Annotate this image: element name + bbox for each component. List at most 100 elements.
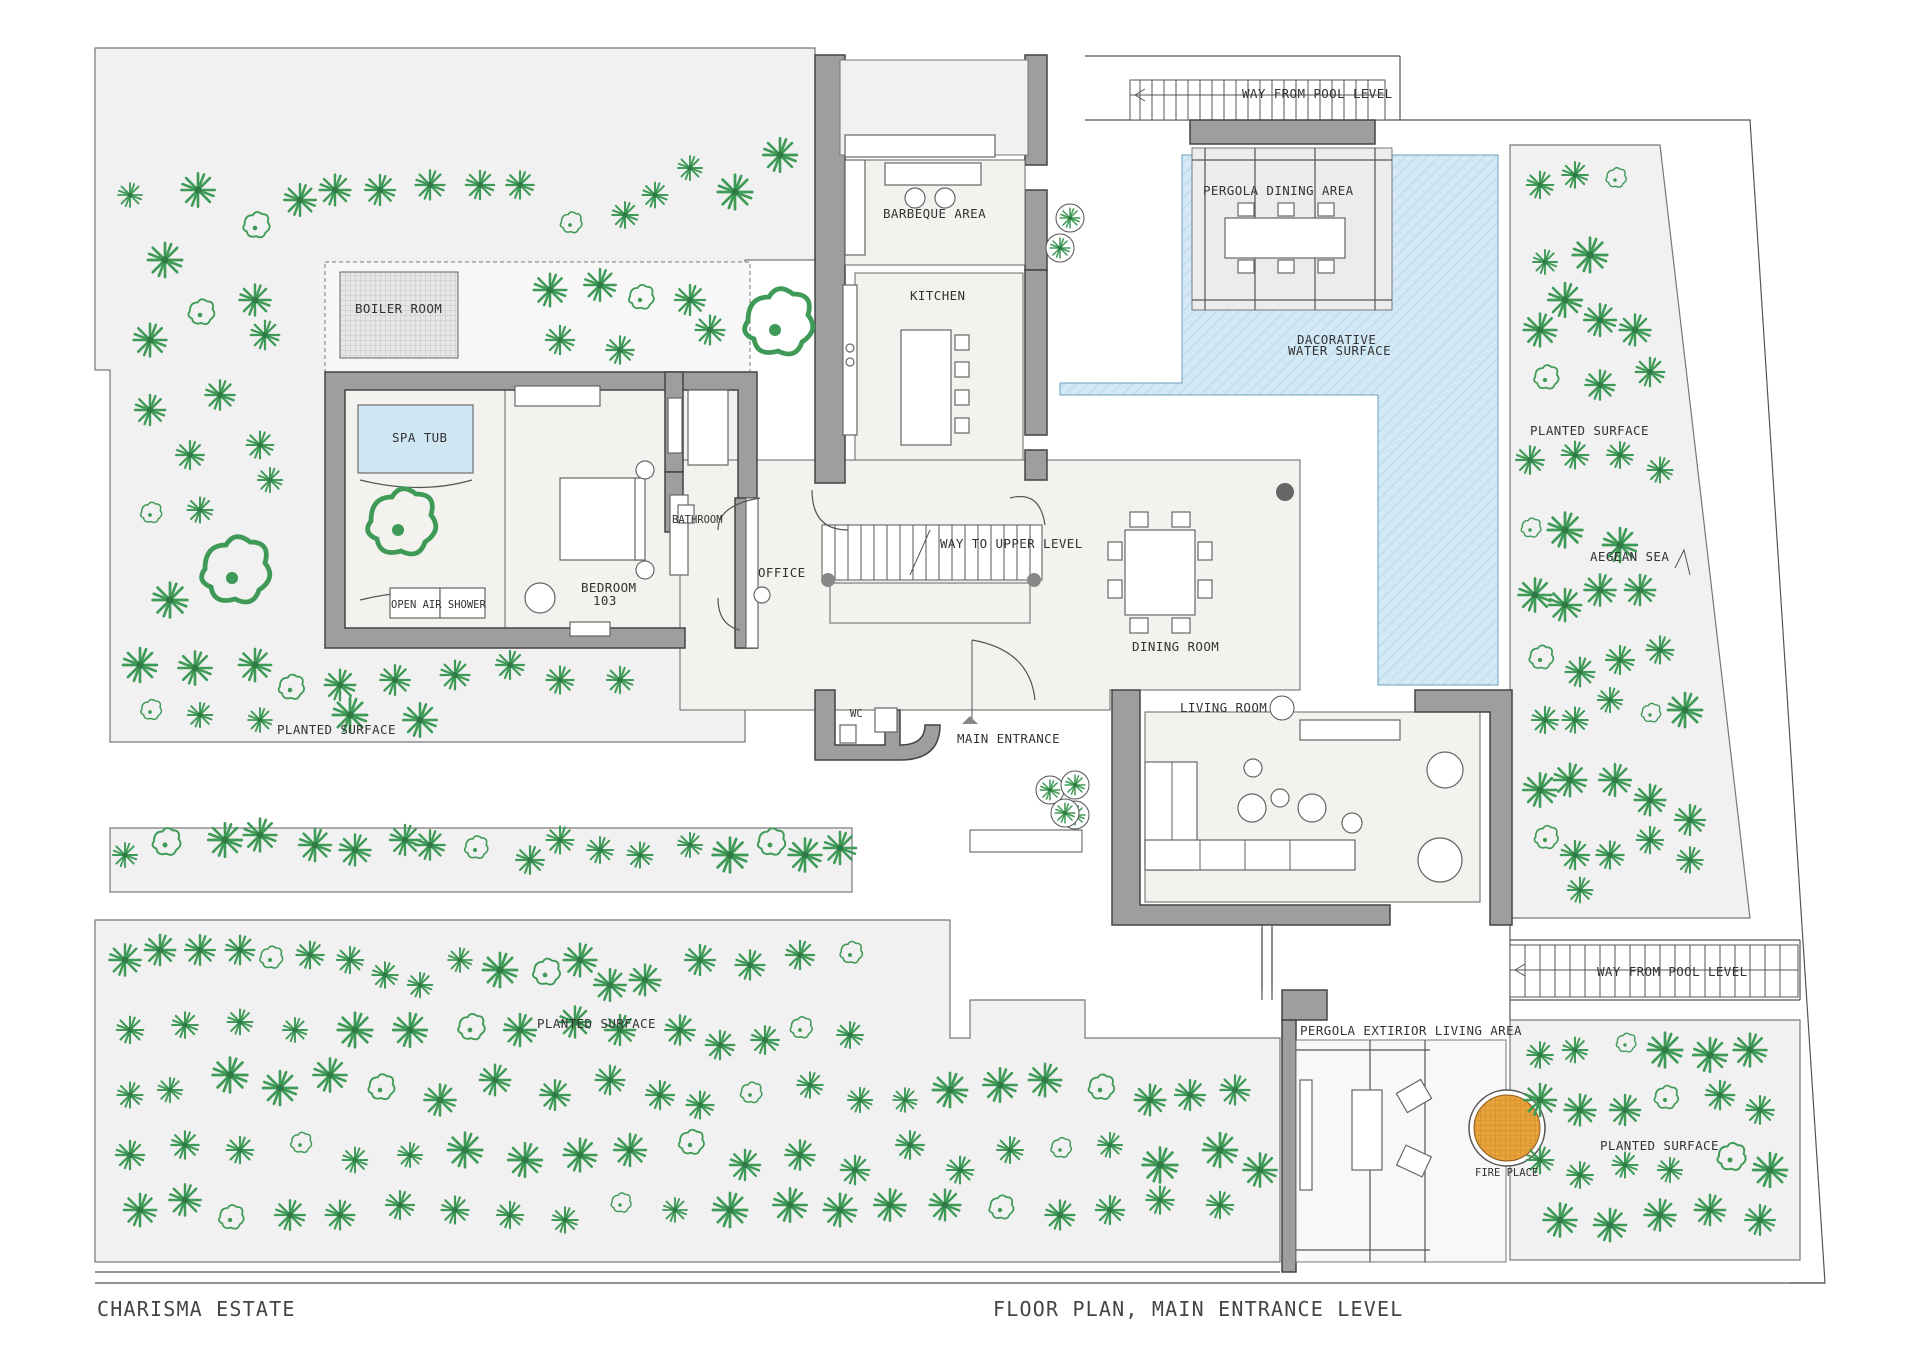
- plant-icon: [440, 1195, 470, 1225]
- plant-icon: [206, 821, 244, 859]
- plant-icon: [224, 934, 256, 966]
- plant-icon: [1141, 1146, 1179, 1184]
- plant-icon: [478, 1063, 512, 1097]
- plant-icon: [121, 646, 159, 684]
- plant-icon: [1584, 369, 1616, 401]
- plant-icon: [711, 836, 749, 874]
- plant-icon: [282, 1017, 308, 1043]
- plant-icon: [378, 663, 412, 697]
- plant-icon: [414, 829, 446, 861]
- plant-icon: [1673, 803, 1707, 837]
- plant-icon: [1561, 706, 1589, 734]
- stairs-from-pool-top: [1129, 79, 1386, 121]
- plant-icon: [249, 319, 281, 351]
- plant-icon: [117, 182, 143, 208]
- drawing-title: FLOOR PLAN, MAIN ENTRANCE LEVEL: [993, 1297, 1403, 1321]
- plant-icon: [1546, 511, 1584, 549]
- plant-icon: [505, 170, 535, 200]
- plant-icon: [1547, 587, 1583, 623]
- stairs-to-upper: [821, 524, 1043, 624]
- plant-icon: [822, 1192, 858, 1228]
- plant-icon: [582, 267, 618, 303]
- plant-icon: [895, 1130, 925, 1160]
- plant-icon: [872, 1187, 908, 1223]
- plant-icon: [1608, 1093, 1642, 1127]
- plant-icon: [335, 945, 365, 975]
- plant-icon: [673, 283, 707, 317]
- plant-icon: [1676, 846, 1704, 874]
- plant-icon: [694, 314, 726, 346]
- plant-icon: [226, 1008, 254, 1036]
- plant-icon: [414, 169, 446, 201]
- label-decorative-water-2: WATER SURFACE: [1288, 343, 1391, 358]
- plant-icon: [1064, 774, 1086, 796]
- plant-icon: [1517, 577, 1553, 613]
- label-open-air-shower: OPEN AIR SHOWER: [391, 599, 487, 611]
- pergola-dining-table: [1224, 202, 1346, 274]
- plant-icon: [515, 845, 545, 875]
- plant-icon: [282, 182, 318, 218]
- plant-icon: [1096, 1131, 1124, 1159]
- plant-icon: [1242, 1152, 1278, 1188]
- plant-icon: [641, 181, 669, 209]
- plant-icon: [175, 440, 205, 470]
- label-planted-left: PLANTED SURFACE: [277, 722, 396, 737]
- plant-icon: [1595, 840, 1625, 870]
- plant-icon: [626, 841, 654, 869]
- plant-icon: [545, 665, 575, 695]
- plant-icon: [245, 430, 275, 460]
- plant-icon: [108, 943, 142, 977]
- vegetation: [108, 136, 1789, 1243]
- plant-icon: [1604, 644, 1636, 676]
- plant-icon: [784, 1139, 816, 1171]
- plant-icon: [397, 1142, 423, 1168]
- plant-icon: [1515, 445, 1545, 475]
- plant-icon: [704, 1029, 736, 1061]
- plant-icon: [716, 173, 754, 211]
- label-aegean-sea: AEGEAN SEA: [1590, 549, 1669, 564]
- plant-icon: [1525, 170, 1555, 200]
- plant-icon: [295, 940, 325, 970]
- plant-icon: [683, 943, 717, 977]
- label-bathroom: BATHROOM: [672, 514, 723, 526]
- plant-icon: [1693, 1193, 1727, 1227]
- label-kitchen: KITCHEN: [910, 288, 965, 303]
- plant-icon: [1565, 1160, 1595, 1190]
- label-main-entrance: MAIN ENTRANCE: [957, 731, 1060, 746]
- plant-icon: [787, 837, 823, 873]
- plant-icon: [446, 1131, 484, 1169]
- plant-icon: [247, 707, 273, 733]
- plant-icon: [676, 831, 704, 859]
- north-arrow-icon: [1674, 548, 1691, 576]
- label-barbeque: BARBEQUE AREA: [883, 206, 986, 221]
- plant-icon: [132, 322, 168, 358]
- plant-icon: [180, 172, 216, 208]
- bench: [969, 829, 1083, 853]
- plant-icon: [439, 659, 471, 691]
- plant-icon: [1027, 1062, 1063, 1098]
- plant-icon: [133, 393, 167, 427]
- plant-icon: [1530, 705, 1560, 735]
- plant-icon: [1646, 456, 1674, 484]
- plant-icon: [1205, 1190, 1235, 1220]
- plant-icon: [1532, 249, 1558, 275]
- plant-icon: [402, 702, 438, 738]
- plant-icon: [995, 1135, 1025, 1165]
- plant-icon: [336, 1011, 374, 1049]
- label-bedroom-number: 103: [593, 593, 617, 608]
- plant-icon: [1633, 783, 1667, 817]
- kitchen: [842, 284, 970, 446]
- plant-icon: [551, 1206, 579, 1234]
- plant-icon: [928, 1188, 962, 1222]
- plant-icon: [183, 933, 217, 967]
- label-planted-right: PLANTED SURFACE: [1530, 423, 1649, 438]
- plant-icon: [238, 283, 272, 317]
- plant-icon: [1635, 825, 1665, 855]
- plant-icon: [1582, 302, 1618, 338]
- plant-icon: [114, 1139, 146, 1171]
- plant-icon: [784, 939, 816, 971]
- plant-icon: [312, 1057, 348, 1093]
- plant-icon: [423, 1083, 457, 1117]
- plant-icon: [1094, 1194, 1126, 1226]
